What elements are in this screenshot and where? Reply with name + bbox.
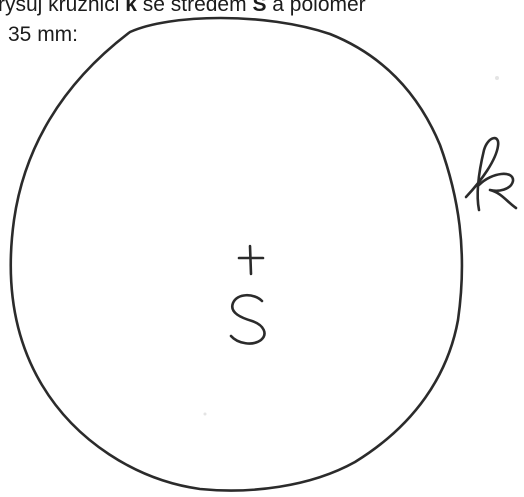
handwritten-k-glyph	[464, 136, 518, 212]
circle-k-drawing	[9, 16, 464, 492]
instruction-middle: se středem	[136, 0, 253, 16]
paper-speck	[203, 412, 207, 416]
center-label-s-stroke	[229, 293, 266, 345]
instruction-suffix: a poloměr	[266, 0, 366, 16]
center-point-cross	[237, 244, 265, 276]
center-variable: S	[252, 0, 267, 16]
paper-speck	[495, 76, 499, 80]
instruction-radius: 35 mm:	[8, 23, 79, 46]
task-instruction: rýsuj kružnici k se středem S a poloměr …	[0, 0, 524, 50]
circle-variable: k	[125, 0, 137, 16]
instruction-prefix: rýsuj kružnici	[0, 0, 126, 16]
instruction-line-1: rýsuj kružnici k se středem S a poloměr	[0, 0, 524, 20]
